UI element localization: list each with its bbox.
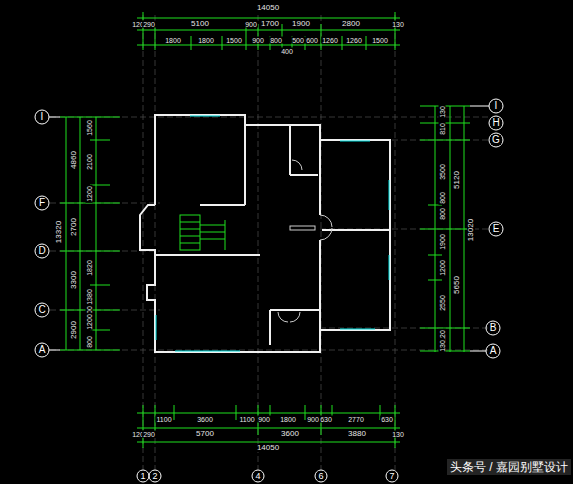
- dimension-text: 810: [439, 122, 446, 136]
- dimension-text: 1800: [197, 37, 215, 44]
- dimension-text: 2100: [86, 153, 93, 171]
- dimension-text: 14050: [256, 4, 280, 12]
- axis-label: B: [489, 323, 498, 333]
- dimension-text: 630: [319, 416, 333, 423]
- dimension-text: 3600: [280, 430, 300, 438]
- dimension-text: 400: [280, 48, 294, 55]
- dimension-text: 3500: [439, 163, 446, 181]
- dimension-text: 13320: [55, 220, 63, 244]
- dimension-text: 290: [142, 431, 156, 438]
- axis-label: 2: [151, 472, 158, 481]
- dimension-text: 1500: [225, 37, 243, 44]
- dimension-text: 1200: [86, 313, 93, 331]
- dimension-text: 1820: [86, 259, 93, 277]
- dimension-text: 5650: [453, 275, 461, 295]
- dimension-text: 2550: [439, 294, 446, 312]
- dimension-text: 1380: [86, 288, 93, 306]
- axis-label: A: [489, 346, 498, 356]
- dimension-text: 1260: [345, 37, 363, 44]
- axis-label: G: [491, 135, 501, 145]
- dimension-text: 1500: [371, 37, 389, 44]
- dimension-text: 800: [86, 335, 93, 349]
- dimension-text: 630: [380, 416, 394, 423]
- dimension-text: 1900: [291, 20, 311, 28]
- dimension-text: 800: [439, 191, 446, 205]
- dimension-text: 13020: [467, 218, 475, 242]
- dimension-text: 130: [391, 21, 405, 28]
- dimension-text: 600: [305, 37, 319, 44]
- axis-label: E: [492, 224, 501, 234]
- dimension-text: 900: [251, 37, 265, 44]
- dimension-text: 130: [391, 431, 405, 438]
- dimension-text: 5700: [195, 430, 215, 438]
- dimension-text: 130: [439, 105, 446, 119]
- axis-label: A: [38, 345, 47, 355]
- dimension-text: 500: [291, 37, 305, 44]
- dimension-text: 130: [439, 339, 446, 353]
- dimension-text: 2700: [70, 217, 78, 237]
- dimension-text: 3880: [347, 430, 367, 438]
- axis-label: 4: [254, 472, 261, 481]
- axis-label: 1: [139, 472, 146, 481]
- dimension-text: 5120: [453, 170, 461, 190]
- dimension-text: 1200: [439, 259, 446, 277]
- dimension-text: 2770: [347, 416, 365, 423]
- dimension-text: 1200: [86, 185, 93, 203]
- dimension-text: 1800: [279, 416, 297, 423]
- dimension-text: 1260: [321, 37, 339, 44]
- dimension-text: 290: [142, 21, 156, 28]
- axis-label: 6: [317, 472, 324, 481]
- dimension-text: 800: [269, 37, 283, 44]
- dimension-text: 1800: [164, 37, 182, 44]
- axis-label: I: [494, 101, 499, 111]
- axis-label: D: [37, 246, 46, 256]
- axis-label: C: [37, 305, 46, 315]
- dimension-text: 900: [257, 416, 271, 423]
- dimension-text: 1100: [238, 416, 255, 423]
- dimension-text: 3300: [70, 270, 78, 290]
- dimension-text: 3600: [196, 416, 214, 423]
- dimension-text: 1560: [86, 119, 93, 137]
- axis-label: H: [491, 118, 500, 128]
- axis-label: 7: [388, 472, 395, 481]
- axis-label: F: [38, 198, 46, 208]
- dimension-text: 5100: [190, 20, 210, 28]
- dimension-text: 1900: [439, 233, 446, 251]
- dimension-text: 1700: [260, 20, 280, 28]
- dimension-text: 2900: [70, 320, 78, 340]
- dimension-text: 900: [244, 21, 258, 28]
- watermark: 头条号 / 嘉园别墅设计: [447, 459, 571, 475]
- dimension-text: 1100: [155, 416, 172, 423]
- dimension-text: 4860: [70, 150, 78, 170]
- dimension-text: 2800: [341, 20, 361, 28]
- axis-label: I: [40, 112, 45, 122]
- dimension-text: 14050: [256, 444, 280, 452]
- dimension-text: 900: [306, 416, 320, 423]
- dimension-text: 800: [439, 207, 446, 221]
